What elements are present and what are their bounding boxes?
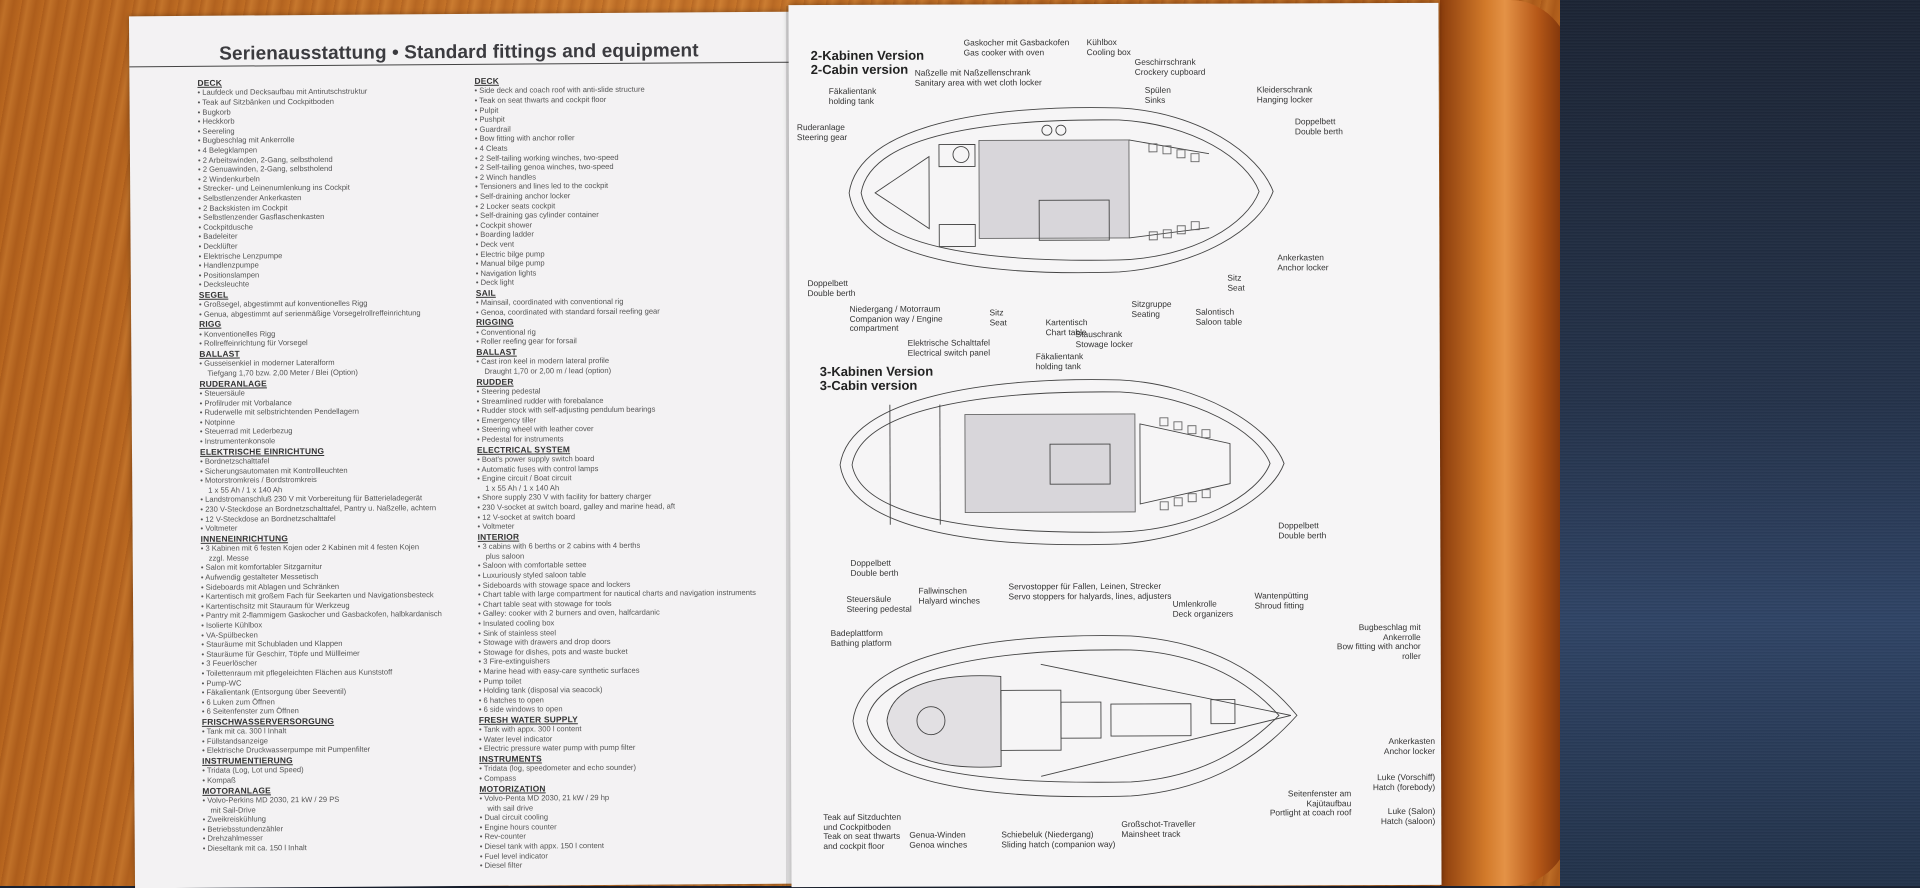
plan-label-servostopper: Servostopper für Fallen, Leinen, Strecke… xyxy=(1008,582,1171,602)
brochure-left-page: Serienausstattung • Standard fittings an… xyxy=(129,12,795,888)
equipment-item: • Dieseltank mit ca. 150 l Inhalt xyxy=(203,842,503,854)
two-cabin-hull-plan xyxy=(849,107,1274,274)
plan-label-schiebeluk: Schiebeluk (Niedergang)Sliding hatch (co… xyxy=(1001,830,1115,850)
deck-plan xyxy=(853,635,1298,798)
three-cabin-hull-plan xyxy=(840,379,1285,546)
equipment-item: • Diesel filter xyxy=(480,859,795,871)
plan-label-luke-salon: Luke (Salon)Hatch (saloon) xyxy=(1381,807,1436,826)
boat-layout-drawings xyxy=(788,3,1441,887)
plan-label-luke-vorschiff: Luke (Vorschiff)Hatch (forebody) xyxy=(1373,773,1435,792)
english-equipment-list: DECK• Side deck and coach roof with anti… xyxy=(474,74,795,871)
german-equipment-list: DECK• Laufdeck und Decksaufbau mit Antir… xyxy=(197,76,502,854)
table-edge xyxy=(1440,0,1570,886)
blue-cloth xyxy=(1560,0,1920,886)
